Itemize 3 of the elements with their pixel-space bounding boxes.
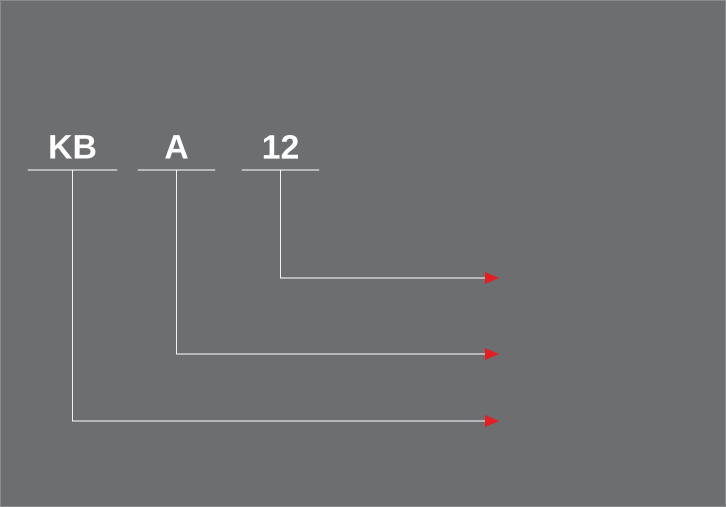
underlined-label: 12 — [241, 134, 320, 170]
underlined-label: KB — [27, 135, 118, 170]
underlined-label: A — [137, 135, 216, 170]
